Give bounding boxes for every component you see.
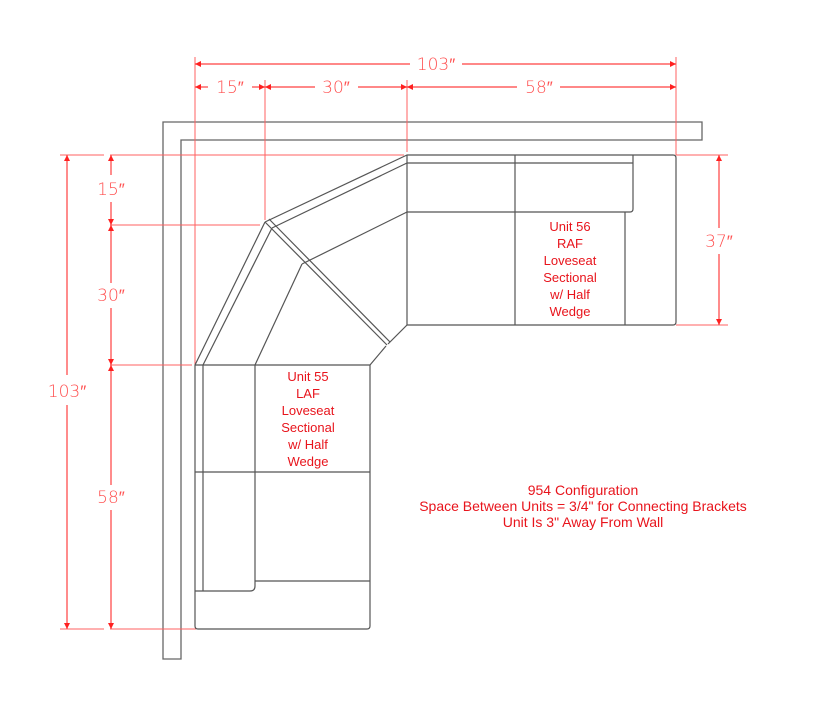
sectional-sofa [194,154,677,630]
corner-wedges [194,154,408,366]
extension-lines [60,57,728,630]
dim-right-37: 37″ [705,232,733,252]
unit-56-extra2: Wedge [549,304,591,319]
dim-top-58: 58″ [525,78,553,98]
unit-55-outline [194,364,371,630]
unit-55-type2: Sectional [281,420,335,435]
config-title: 954 Configuration [527,482,639,498]
dim-top-15: 15″ [216,78,244,98]
dim-top-total: 103″ [417,55,455,75]
unit-56-label: Unit 56 RAF Loveseat Sectional w/ Half W… [530,218,610,320]
config-wall-note: Unit Is 3" Away From Wall [502,514,664,530]
configuration-notes: 954 Configuration Space Between Units = … [388,482,778,530]
unit-56-type2: Sectional [543,270,597,285]
dimension-labels: 103″ 15″ 30″ 58″ 103″ 15″ 30″ 58″ 37″ [48,55,733,508]
unit-55-extra2: Wedge [287,454,329,469]
unit-56-type: Loveseat [543,253,597,268]
dimension-lines [64,61,722,629]
dim-left-30: 30″ [97,286,125,306]
config-spacing-note: Space Between Units = 3/4" for Connectin… [419,498,747,514]
unit-55-type: Loveseat [281,403,335,418]
unit-55-extra: w/ Half [288,437,328,452]
dim-left-total: 103″ [48,382,86,402]
wall [162,121,703,660]
unit-56-outline [406,154,677,326]
dim-top-30: 30″ [322,78,350,98]
dim-left-58: 58″ [97,488,125,508]
dim-left-15: 15″ [97,180,125,200]
unit-55-number: Unit 55 [287,369,329,384]
unit-56-side: RAF [557,236,583,251]
unit-55-label: Unit 55 LAF Loveseat Sectional w/ Half W… [268,368,348,470]
unit-55-side: LAF [296,386,320,401]
unit-56-number: Unit 56 [549,219,591,234]
unit-56-extra: w/ Half [550,287,590,302]
